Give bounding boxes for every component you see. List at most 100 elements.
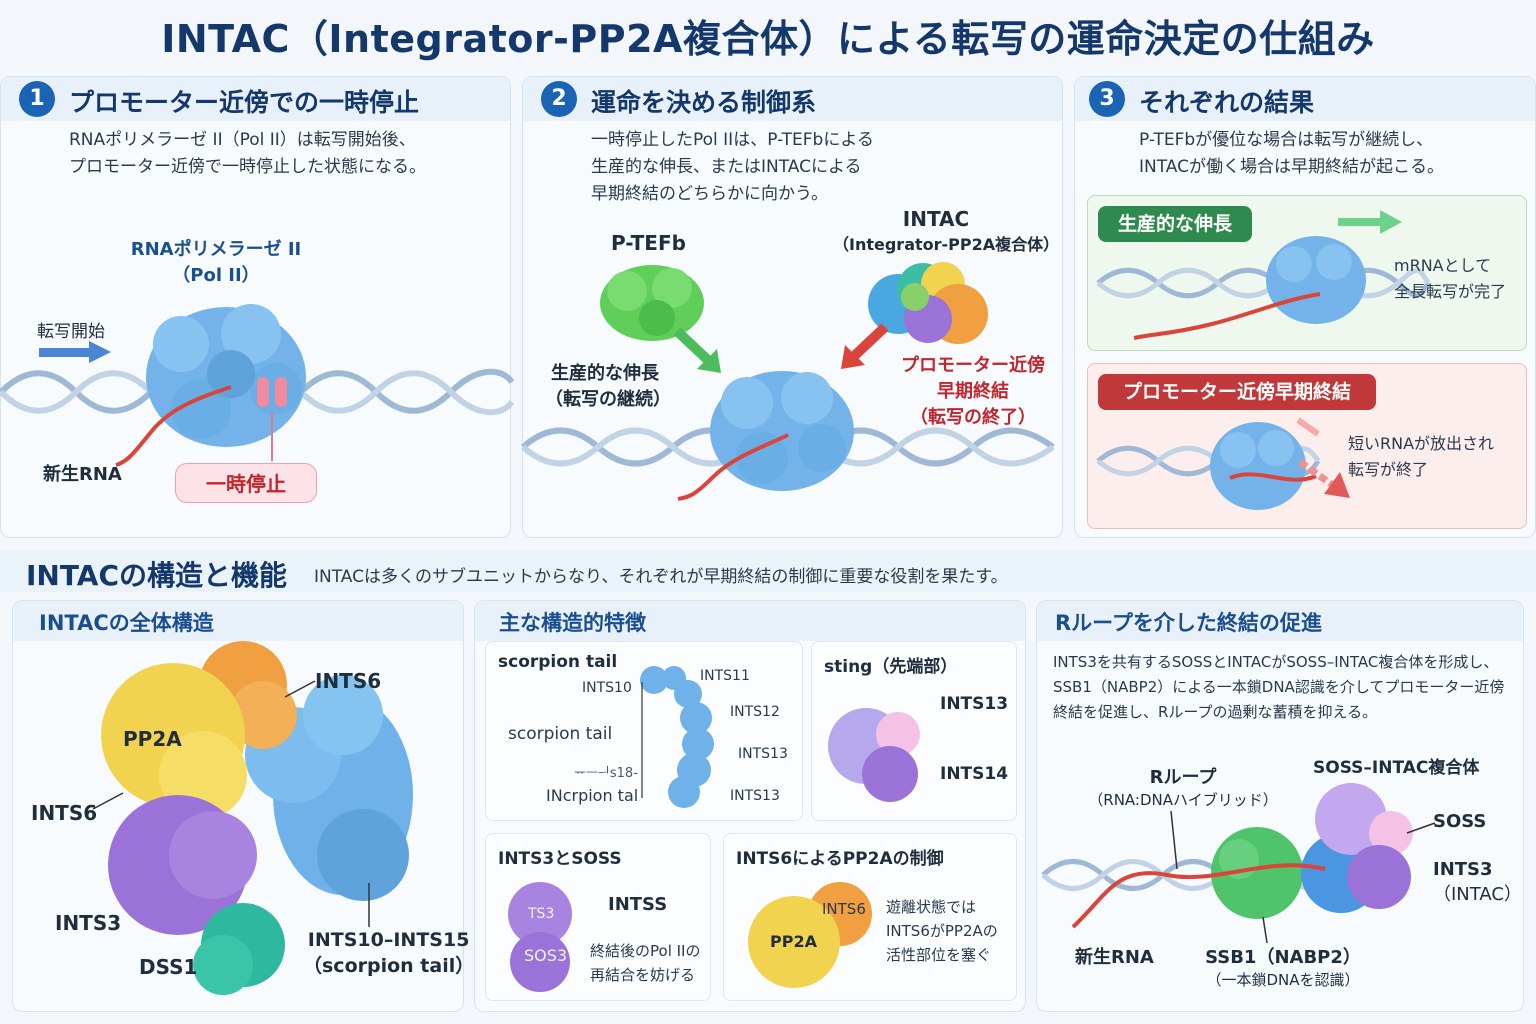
section-header-bar — [0, 550, 1536, 592]
pp2a-small-label: PP2A — [770, 932, 817, 951]
intac-complex-icon — [101, 641, 413, 995]
pause-badge: 一時停止 — [175, 463, 317, 503]
scorpion-tail-box: scorpion tail INTS10 INTS11 INTS12 INTS1… — [485, 641, 803, 821]
step-number-1: 1 — [19, 81, 55, 117]
ints3-soss-box: INTS3とSOSS TS3 SOS3 INTSS 終結後のPol IIの 再結… — [485, 833, 711, 1001]
polii-label: RNAポリメラーゼ II （Pol II） — [111, 235, 321, 287]
intss-label: INTSS — [608, 894, 668, 915]
panel-outcomes: 3 それぞれの結果 P-TEFbが優位な場合は転写が継続し、 INTACが働く場… — [1074, 76, 1536, 538]
panel-text-3: 早期終結のどちらかに向かう。 — [591, 184, 828, 204]
rloop-label-line1: Rループ — [1149, 767, 1217, 788]
ints12-label: INTS12 — [730, 704, 780, 720]
ssb1-label: SSB1（NABP2） （一本鎖DNAを認識） — [1203, 943, 1363, 990]
panel-header — [475, 601, 1025, 641]
leader-line — [368, 883, 370, 927]
intac-blob-icon — [868, 262, 988, 344]
leader-line — [1262, 916, 1268, 944]
ints3-soss-title: INTS3とSOSS — [498, 849, 622, 869]
termination-label-line2: 早期終結 — [937, 381, 1009, 402]
red-arrow-icon — [841, 323, 889, 369]
pp2a-label: PP2A — [123, 727, 182, 751]
rloop-text-1: INTS3を共有するSOSSとINTACがSOSS–INTAC複合体を形成し、 — [1053, 653, 1499, 671]
pp2a-text-3: 活性部位を塞ぐ — [886, 946, 992, 964]
scorpion-tail-icon — [640, 666, 714, 808]
polii-label-line2: （Pol II） — [172, 265, 260, 286]
ints3-label: INTS3 — [55, 911, 122, 935]
scorpion-tail-mid-label: scorpion tail — [508, 724, 613, 744]
termination-label-line1: プロモーター近傍 — [901, 355, 1045, 376]
panel-header — [523, 77, 1062, 121]
sting-title: sting（先端部） — [824, 657, 958, 677]
panel-header — [13, 601, 463, 641]
ssb1-label-line2: （一本鎖DNAを認識） — [1206, 971, 1360, 989]
ints13b-label: INTS13 — [730, 788, 780, 804]
ints6-left-label: INTS6 — [31, 801, 98, 825]
intac-label-line2: （Integrator-PP2A複合体） — [833, 235, 1060, 254]
nascent-rna-label: 新生RNA — [43, 464, 122, 485]
elongation-label-line1: 生産的な伸長 — [551, 363, 659, 384]
sting-ints13-label: INTS13 — [940, 694, 1009, 714]
section-description: INTACは多くのサブユニットからなり、それぞれが早期終結の制御に重要な役割を果… — [314, 567, 1008, 587]
scorpion-tail-garbled-2: INcrpion tal — [546, 786, 639, 805]
termination-label-line3: （転写の終了） — [910, 407, 1036, 428]
soss-text-1: 終結後のPol IIの — [590, 942, 701, 960]
pp2a-regulation-box: INTS6によるPP2Aの制御 PP2A INTS6 遊離状態では INTS6が… — [723, 833, 1017, 1001]
bracket-line — [641, 682, 643, 798]
soss-label: SOSS — [1433, 811, 1487, 832]
ints3-intac-label: INTS3 （INTAC） — [1433, 859, 1522, 906]
rna-strand-icon — [115, 385, 232, 467]
pol2-blob-icon — [1210, 422, 1306, 510]
scorpion-tail-label-line2: （scorpion tail） — [303, 955, 475, 977]
soss-intac-blob-icon — [1301, 783, 1413, 913]
ints11-label: INTS11 — [700, 668, 750, 684]
termination-pill: プロモーター近傍早期終結 — [1098, 374, 1376, 410]
scorpion-tail-label: INTS10–INTS15 （scorpion tail） — [303, 929, 474, 978]
pol2-blob-icon — [710, 371, 854, 491]
nascent-rna-label: 新生RNA — [1075, 947, 1154, 968]
ints6-small-label: INTS6 — [822, 900, 866, 918]
rna-strand-icon — [1229, 472, 1317, 482]
ints6-top-label: INTS6 — [315, 669, 382, 693]
sos3-label: SOS3 — [524, 946, 568, 965]
panel-intac-structure: INTACの全体構造 PP2A INTS6 INTS6 INTS3 DSS1 I… — [12, 600, 474, 1012]
panel-title: 主な構造的特徴 — [499, 611, 646, 635]
polii-label-line1: RNAポリメラーゼ II — [130, 239, 302, 260]
termination-result-2: 転写が終了 — [1348, 460, 1429, 479]
section-title: INTACの構造と機能 — [26, 559, 287, 592]
scorpion-tail-label-line1: INTS10–INTS15 — [307, 929, 470, 951]
panel-fate-control: 2 運命を決める制御系 一時停止したPol IIは、P-TEFbによる 生産的な… — [521, 76, 1063, 538]
pause-clamp-icon — [257, 377, 287, 407]
panel-text-2: 生産的な伸長、またはINTACによる — [591, 157, 862, 177]
green-arrow-icon — [1338, 210, 1402, 234]
elongation-pill: 生産的な伸長 — [1098, 206, 1252, 242]
panel-text-1: 一時停止したPol IIは、P-TEFbによる — [591, 130, 874, 150]
termination-result-1: 短いRNAが放出され — [1348, 434, 1495, 453]
elongation-result-1: mRNAとして — [1394, 256, 1492, 275]
pp2a-regulation-title: INTS6によるPP2Aの制御 — [736, 849, 944, 869]
panel-header — [1037, 601, 1523, 641]
scorpion-tail-garbled-1: ᅲᅳᅴs18- — [574, 766, 638, 781]
panel-text-1: P-TEFbが優位な場合は転写が継続し、 — [1139, 130, 1434, 150]
pause-pointer-line — [271, 411, 273, 461]
pp2a-text-2: INTS6がPP2Aの — [886, 922, 998, 940]
soss-intac-complex-label: SOSS–INTAC複合体 — [1313, 758, 1480, 778]
panel-text-2: プロモーター近傍で一時停止した状態になる。 — [69, 157, 426, 177]
red-arrow-icon — [1296, 417, 1350, 498]
sting-ints14-label: INTS14 — [940, 764, 1009, 784]
leader-line — [284, 680, 316, 698]
panel-text-2: INTACが働く場合は早期終結が起こる。 — [1139, 157, 1444, 177]
panel-rloop-termination: Rループを介した終結の促進 INTS3を共有するSOSSとINTACがSOSS–… — [1036, 600, 1524, 1012]
rloop-leader-line — [1170, 810, 1178, 870]
intac-label: INTAC （Integrator-PP2A複合体） — [833, 207, 1060, 255]
elongation-label-line2: （転写の継続） — [545, 389, 671, 410]
ptefb-blob-icon — [600, 265, 704, 341]
rloop-text-2: SSB1（NABP2）による一本鎖DNA認識を介してプロモーター近傍 — [1053, 678, 1505, 696]
scorpion-tail-title: scorpion tail — [498, 652, 618, 672]
leader-line — [1406, 822, 1436, 834]
panel-header — [1, 77, 510, 121]
pp2a-ints6-icon — [748, 882, 872, 988]
ptefb-label: P-TEFb — [611, 231, 686, 255]
termination-label: プロモーター近傍 早期終結 （転写の終了） — [893, 351, 1053, 429]
page-title: INTAC（Integrator-PP2A複合体）による転写の運命決定の仕組み — [161, 17, 1375, 61]
panel-title: 運命を決める制御系 — [591, 88, 817, 117]
